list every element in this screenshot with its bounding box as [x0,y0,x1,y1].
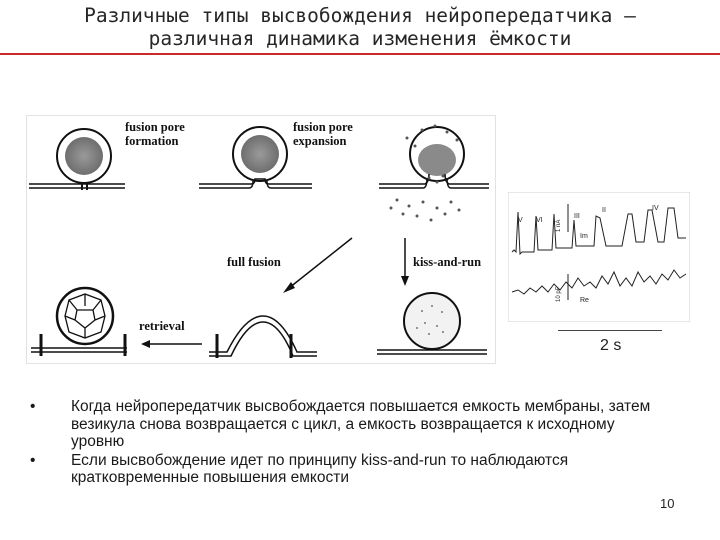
bullet-text: Когда нейропередатчик высвобождается пов… [71,398,651,450]
vesicle-fusion-diagram: fusion pore formation fusion pore expans… [26,115,496,364]
label-fusion-pore-expansion-line2: expansion [293,134,347,148]
title-underline [0,53,720,55]
trace-mark-re: Re [580,297,589,304]
vesicle-retrieval-coated [31,286,127,356]
bullet-item: • Когда нейропередатчик высвобождается п… [30,398,670,451]
label-fusion-pore-expansion: fusion pore expansion [293,120,353,148]
vesicle-pore-expansion [379,124,489,222]
time-scale-bar [558,330,662,331]
trace-mark-im: Im [580,233,588,240]
page-number: 10 [660,496,675,511]
trace-mark-v: V [518,217,523,224]
bullet-text: Если высвобождение идет по принципу kiss… [71,451,569,487]
label-kiss-and-run: kiss-and-run [413,255,482,269]
trace-mark-iii: III [574,213,580,220]
vesicle-kiss-and-run [377,292,487,355]
trace-mark-ii: II [602,207,606,214]
arrow-full-fusion [288,237,353,289]
bullet-marker: • [30,451,36,469]
label-fusion-pore-formation: fusion pore formation [125,120,185,148]
vesicle-fusion-illustration [29,124,489,358]
bullet-list: • Когда нейропередатчик высвобождается п… [30,398,670,488]
vesicle-pore-formation [199,126,312,189]
trace-mark-iv: IV [652,205,659,212]
slide-title-line-2: различная динамика изменения ёмкости [148,27,572,50]
vesicle-docked [29,128,125,190]
bullet-item: • Если высвобождение идет по принципу ki… [30,452,670,487]
slide-title-line-1: Различные типы высвобождения нейропереда… [84,4,636,27]
slide-title: Различные типы высвобождения нейропереда… [0,4,720,50]
capacitance-traces: V VI III II IV Im Re 1 nA 10 pF [508,192,690,322]
trace-scale-capacitance: 10 pF [556,286,562,302]
trace-scale-current: 1 nA [556,220,562,232]
label-fusion-pore-formation-line1: fusion pore [125,120,185,134]
time-scale-label: 2 s [600,337,622,354]
membrane-full-fusion [209,315,317,358]
label-fusion-pore-expansion-line1: fusion pore [293,120,353,134]
trace-mark-vi: VI [536,217,543,224]
bullet-marker: • [30,398,36,415]
label-full-fusion: full fusion [227,255,281,269]
label-retrieval: retrieval [139,319,185,333]
label-fusion-pore-formation-line2: formation [125,134,179,148]
